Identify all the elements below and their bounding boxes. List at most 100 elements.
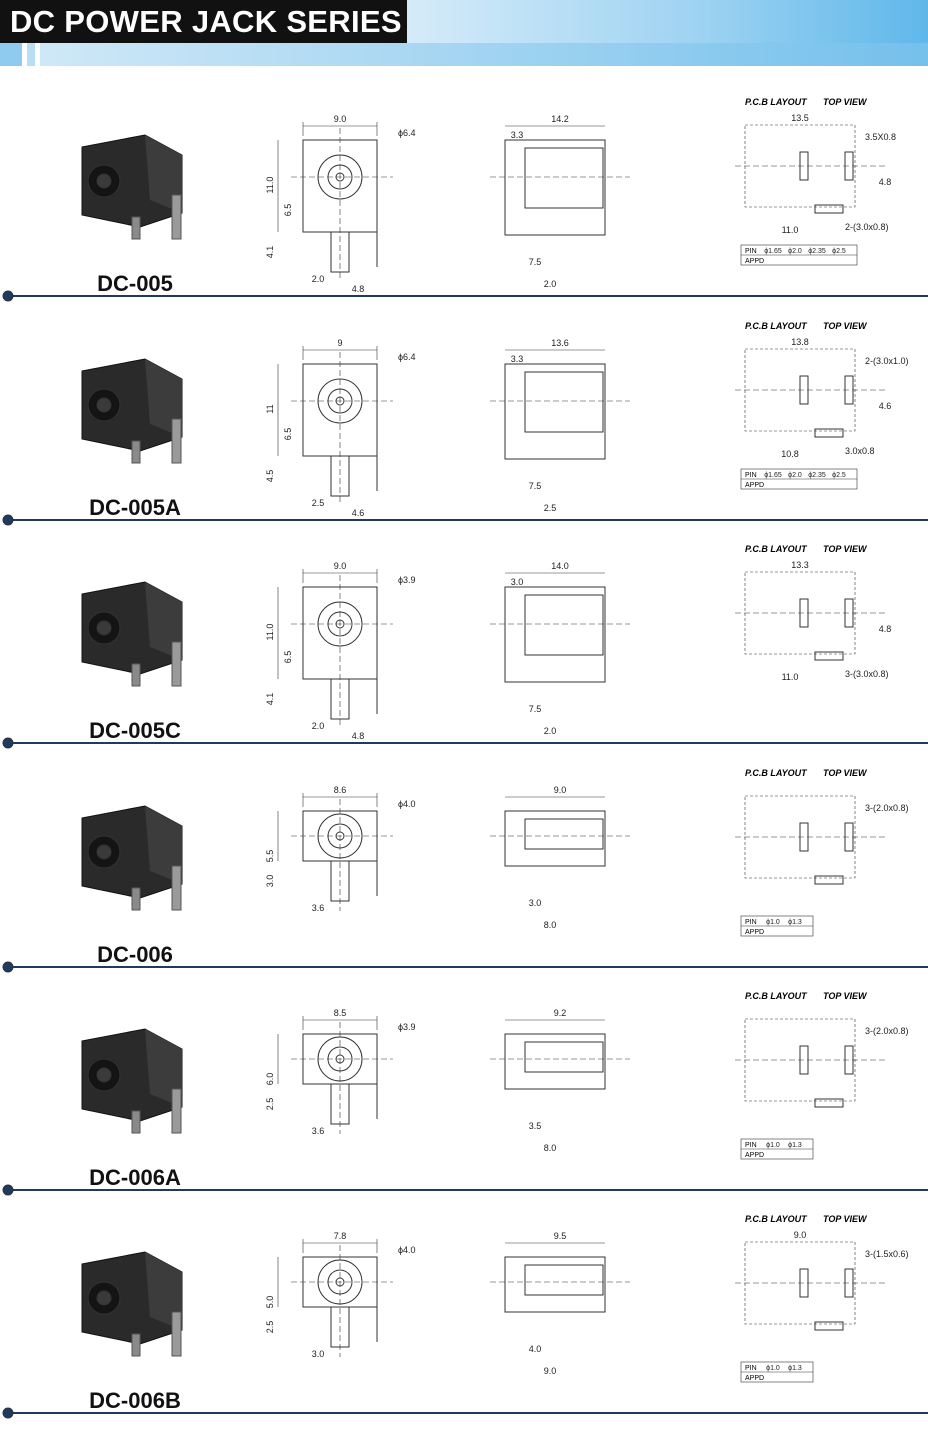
model-name: DC-005A <box>89 495 181 520</box>
appd-row-label: APPD <box>745 258 764 265</box>
jack-side <box>145 806 182 884</box>
pin-size: ϕ1.0 <box>766 1142 780 1149</box>
model-name: DC-005 <box>97 271 173 296</box>
dim-bottom-3: 4.8 <box>352 731 365 741</box>
product-photo <box>81 1251 183 1357</box>
pin-row-label: PIN <box>745 1365 757 1372</box>
pin-row-label: PIN <box>745 919 757 926</box>
jack-pin <box>131 1333 141 1357</box>
pin-size: ϕ1.3 <box>788 919 802 926</box>
dim-side-top: 14.0 <box>551 561 569 571</box>
pin-row-label: PIN <box>745 1142 757 1149</box>
section-divider <box>2 1407 928 1419</box>
jack-side <box>145 582 182 660</box>
side-view-drawing: 9.03.08.0 <box>490 785 630 930</box>
side-view-drawing: 14.03.07.52.0 <box>490 561 630 736</box>
dim-side-2: 9.0 <box>544 1366 557 1376</box>
pcb-slot-dim: 3-(2.0x0.8) <box>865 1026 909 1036</box>
pcb-slot <box>814 875 844 885</box>
front-view-drawing: 8.6ϕ4.05.53.03.6 <box>265 785 416 913</box>
pcb-slot-dim: 3-(2.0x0.8) <box>865 803 909 813</box>
dim-low: 4.1 <box>265 246 275 259</box>
appd-row-label: APPD <box>745 929 764 936</box>
side-view-drawing: 14.23.37.52.0 <box>490 114 630 289</box>
pin-size: ϕ1.65 <box>764 472 782 479</box>
dim-width: 9.0 <box>334 114 347 124</box>
model-name: DC-006A <box>89 1165 181 1190</box>
dim-phi: ϕ3.9 <box>398 575 416 585</box>
divider-dot <box>2 737 14 749</box>
product-photo <box>81 581 183 687</box>
top-view-label: TOP VIEW <box>823 544 868 554</box>
top-view-label: TOP VIEW <box>823 321 868 331</box>
dim-width: 9 <box>337 338 342 348</box>
dim-side-top: 9.5 <box>554 1231 567 1241</box>
model-name: DC-006B <box>89 1388 181 1413</box>
dim-height: 6.0 <box>265 1073 275 1086</box>
divider-dot <box>2 961 14 973</box>
product-photo <box>81 134 183 240</box>
section-divider <box>2 1184 928 1196</box>
dim-mid: 6.5 <box>283 428 293 441</box>
top-view-label: TOP VIEW <box>823 97 868 107</box>
pcb-note: 3-(3.0x0.8) <box>845 669 889 679</box>
pcb-base: 10.8 <box>781 449 799 459</box>
divider-dot <box>2 514 14 526</box>
dim-phi: ϕ4.0 <box>398 799 416 809</box>
dim-side-left: 3.3 <box>511 130 524 140</box>
title-box: DC POWER JACK SERIES <box>0 0 407 43</box>
dim-side-1: 4.0 <box>529 1344 542 1354</box>
top-view-label: TOP VIEW <box>823 1214 868 1224</box>
dim-phi: ϕ6.4 <box>398 352 416 362</box>
side-inner <box>524 1264 604 1296</box>
banner-stripe <box>40 43 928 66</box>
dim-bottom-1: 2.5 <box>312 498 325 508</box>
model-name: DC-006 <box>97 942 173 967</box>
pin-size: ϕ1.65 <box>764 248 782 255</box>
pcb-slot <box>814 204 844 214</box>
section-divider <box>2 961 928 973</box>
dim-side-top: 9.2 <box>554 1008 567 1018</box>
jack-side <box>145 1029 182 1107</box>
side-body <box>504 363 606 460</box>
jack-socket-inner <box>96 1067 112 1083</box>
jack-pin <box>171 1311 182 1357</box>
side-view-drawing: 13.63.37.52.5 <box>490 338 630 513</box>
front-pin-leg <box>330 1306 350 1348</box>
divider-dot <box>2 290 14 302</box>
pcb-layout-label: P.C.B LAYOUT <box>745 544 808 554</box>
pcb-w1: 13.5 <box>791 113 809 123</box>
section-divider <box>2 737 928 749</box>
dim-bottom-1: 2.0 <box>312 721 325 731</box>
dim-phi: ϕ6.4 <box>398 128 416 138</box>
jack-side <box>145 1252 182 1330</box>
pcb-w1: 9.0 <box>794 1230 807 1240</box>
front-view-drawing: 7.8ϕ4.05.02.53.0 <box>265 1231 416 1359</box>
dim-low: 4.1 <box>265 693 275 706</box>
jack-pin <box>171 865 182 911</box>
dim-width: 7.8 <box>334 1231 347 1241</box>
appd-row-label: APPD <box>745 482 764 489</box>
pcb-slot-dim: 3.5X0.8 <box>865 132 896 142</box>
jack-side <box>145 135 182 213</box>
pin-row-label: PIN <box>745 472 757 479</box>
pin-row-label: PIN <box>745 248 757 255</box>
dim-side-top: 9.0 <box>554 785 567 795</box>
product-drawings: 9.0ϕ6.411.06.54.12.04.814.23.37.52.0P.C.… <box>2 97 928 302</box>
dim-mid: 6.5 <box>283 651 293 664</box>
front-pin-leg <box>330 231 350 273</box>
dim-side-2: 2.0 <box>544 279 557 289</box>
front-pin-leg <box>330 860 350 902</box>
